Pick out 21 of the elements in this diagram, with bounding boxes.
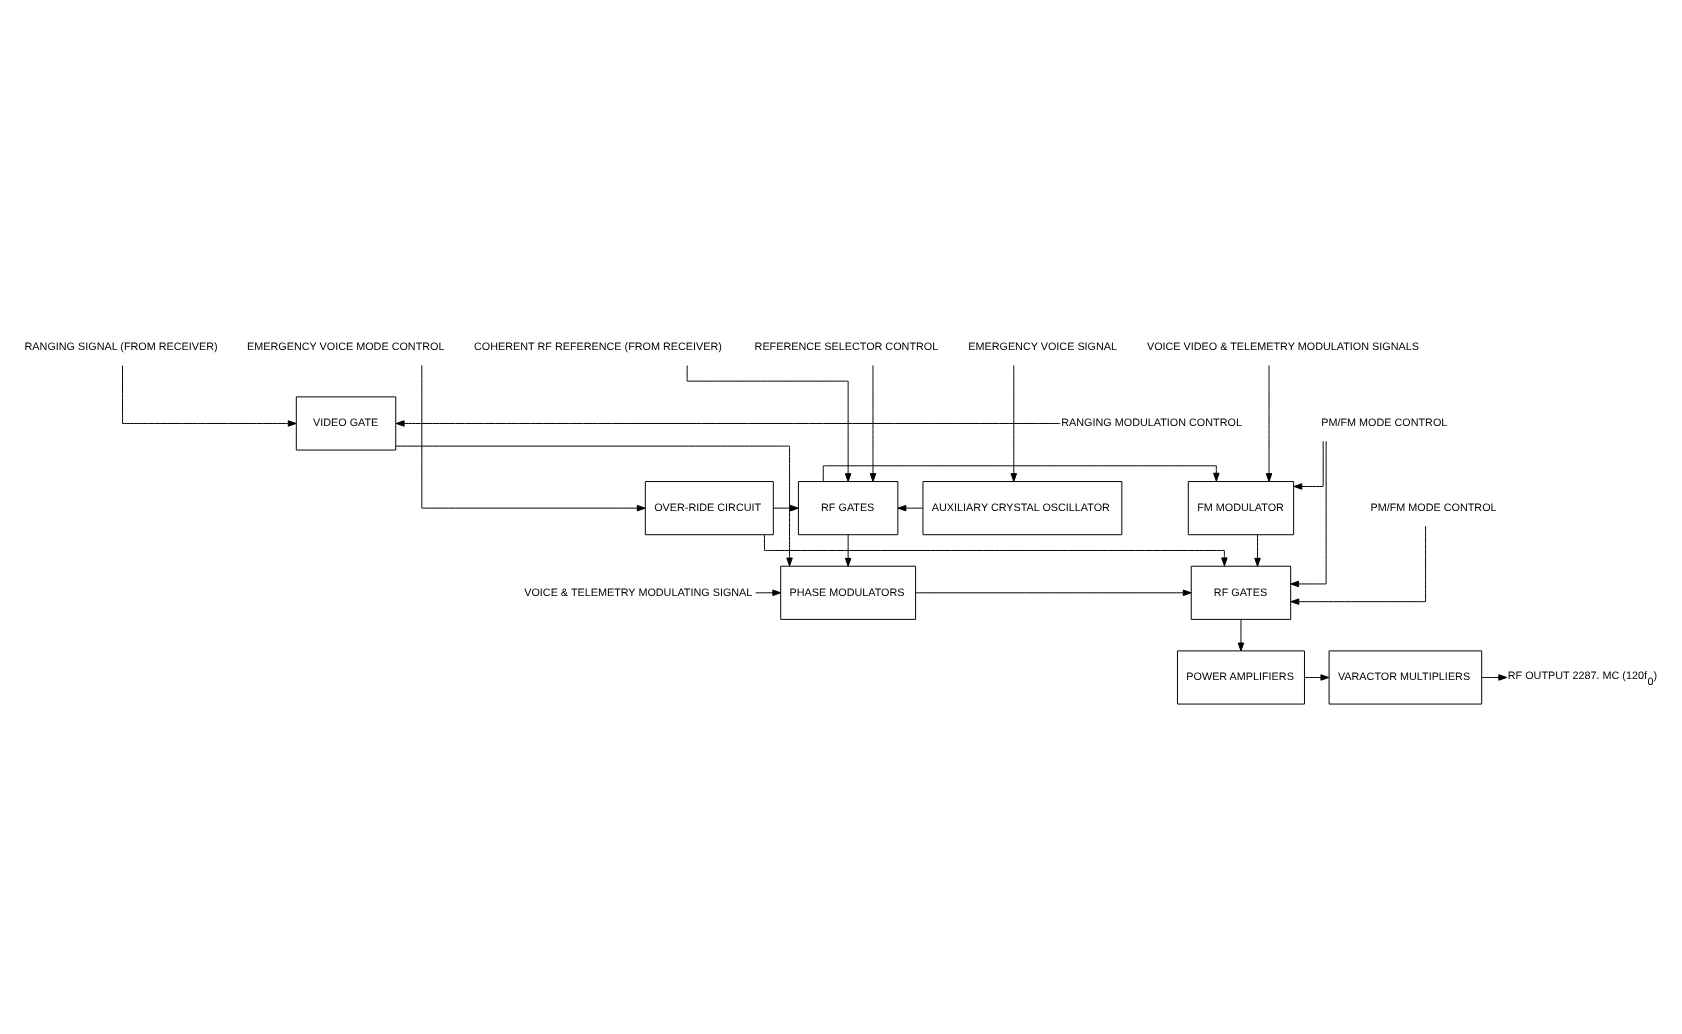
arrow: [844, 534, 852, 567]
arrow: [1304, 674, 1330, 681]
arrow: [1293, 440, 1324, 490]
arrow: [421, 364, 646, 512]
arrow: [1265, 364, 1273, 482]
arrow: [1290, 440, 1327, 588]
arrow: [897, 504, 924, 512]
arrow: [915, 589, 1192, 597]
arrow: [1290, 525, 1427, 605]
arrow: [869, 364, 877, 482]
arrow: [122, 365, 297, 427]
arrow: [395, 420, 1061, 427]
arrow: [1010, 364, 1018, 482]
arrow: [1237, 619, 1245, 652]
arrow: [1254, 534, 1261, 567]
arrow: [755, 589, 782, 597]
arrow: [395, 445, 793, 567]
arrow: [763, 534, 1228, 567]
arrow: [1481, 674, 1508, 681]
arrow: [822, 465, 1220, 482]
arrow: [772, 504, 799, 512]
